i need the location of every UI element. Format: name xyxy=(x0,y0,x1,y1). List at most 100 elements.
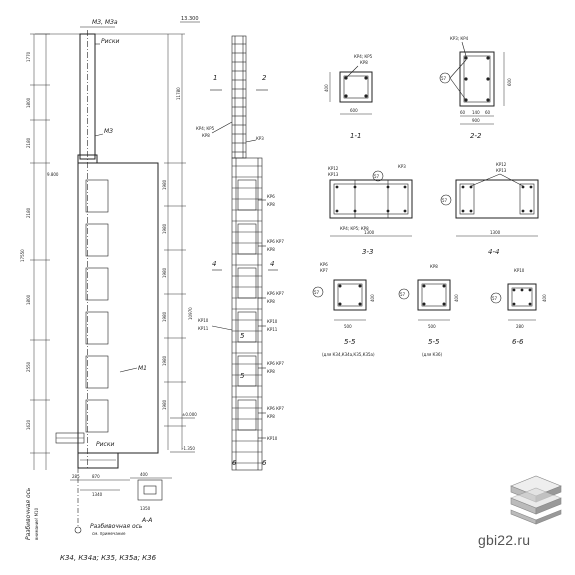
brand-site: gbi22.ru xyxy=(478,532,531,548)
cage-left-1: КР4; КР5 xyxy=(196,126,215,131)
side-note-1: Разбивочная ось xyxy=(25,487,32,540)
section-aa-title: А-А xyxy=(141,517,152,524)
dim-left-2: 1800 xyxy=(26,97,31,108)
cage-right-8: КР11 xyxy=(267,327,278,332)
dim-left-8: 1620 xyxy=(26,419,31,430)
raz-os-label: Разбивочная ось xyxy=(90,523,143,530)
section-4-4: КР12 КР13 57 1300 4-4 xyxy=(440,162,539,256)
cage-right-3: КР6 КР7 xyxy=(267,239,284,244)
s33-tag3: КР3 xyxy=(398,164,406,169)
s44-dim: 1300 xyxy=(490,230,501,235)
s66-tag: КР10 xyxy=(514,268,525,273)
s44-tag2: КР13 xyxy=(496,168,507,173)
dim-left-4: 2180 xyxy=(26,207,31,218)
m1-label: М1 xyxy=(138,365,147,372)
s55a-tag3: 57 xyxy=(314,290,320,295)
s22-dim-a: 60 xyxy=(460,110,466,115)
s22-dim-w: 900 xyxy=(472,118,480,123)
cage-right-13: КР10 xyxy=(267,436,278,441)
s11-title: 1-1 xyxy=(350,132,361,140)
cage-right-5: КР6 КР7 xyxy=(267,291,284,296)
s66-dim-w: 280 xyxy=(516,324,524,329)
s22-dim-h: 600 xyxy=(507,78,512,86)
section-5-5-a: КР6 КР7 57 500 400 5-5 (для К34,К34а,К35… xyxy=(312,262,375,357)
dim-right-4: 1980 xyxy=(162,223,167,234)
dim-right-6: 1980 xyxy=(162,311,167,322)
cut-4b: 4 xyxy=(270,260,274,268)
dim-right-2: 10970 xyxy=(188,307,193,320)
s33-tag: КР12 xyxy=(328,166,339,171)
dim-left-1: 1770 xyxy=(26,51,31,62)
cage-right-1: КР6 xyxy=(267,194,275,199)
section-2-2: КР3; КР4 57 60 140 60 900 600 2-2 xyxy=(439,36,512,140)
dim-right-7: 1980 xyxy=(162,355,167,366)
cut-5a: 5 xyxy=(240,332,245,340)
s11-tag: КР4; КР5 xyxy=(354,54,373,59)
s66-tag2: 57 xyxy=(492,296,498,301)
s44-tag3: 57 xyxy=(442,198,448,203)
dim-right-8: 1980 xyxy=(162,399,167,410)
section-1-1: КР4; КР5 КР8 600 400 1-1 xyxy=(324,54,373,140)
s33-tag2: КР13 xyxy=(328,172,339,177)
s55a-tag2: КР7 xyxy=(320,268,328,273)
s44-tag: КР12 xyxy=(496,162,507,167)
cage-left-4: КР11 xyxy=(198,326,209,331)
dim-right-1: 11780 xyxy=(176,87,181,100)
cage-right-kr3: КР3 xyxy=(256,136,264,141)
section-6-6: КР10 57 280 400 6-6 xyxy=(490,268,547,346)
elevation-zero: ±0.000 xyxy=(182,412,197,417)
s33-title: 3-3 xyxy=(362,248,373,256)
s22-dim-c: 60 xyxy=(485,110,491,115)
s22-tag2: 57 xyxy=(441,76,447,81)
s55b-dim-w: 500 xyxy=(428,324,436,329)
section-5-5-b: КР8 57 500 400 5-5 (для К36) xyxy=(398,264,459,357)
cage-right-7: КР10 xyxy=(267,319,278,324)
elevation-mid: 9.800 xyxy=(47,172,59,177)
s55b-tag2: 57 xyxy=(400,292,406,297)
s55a-dim-h: 400 xyxy=(370,294,375,302)
cage-left-3: КР10 xyxy=(198,318,209,323)
mark-label: МЗ, МЗа xyxy=(92,19,118,26)
dim-bottom-3: 1340 xyxy=(92,492,103,497)
s11-dim-h: 400 xyxy=(324,84,329,92)
column-elevation: МЗ, МЗа 13.300 Риски МЗ 9.800 М1 Риски xyxy=(20,16,200,562)
s55a-sub: (для К34,К34а,К35,К35а) xyxy=(322,352,375,357)
cut-6b: 6 xyxy=(262,459,267,467)
section-3-3: КР12 КР13 КР3 57 КР4; КР5; КР8 1300 3-3 xyxy=(328,164,413,256)
s33-note: КР4; КР5; КР8 xyxy=(340,226,369,231)
s11-dim-w: 600 xyxy=(350,108,358,113)
cut-6a: 6 xyxy=(232,459,237,467)
riski-bottom: Риски xyxy=(96,441,114,448)
s22-dim-b: 140 xyxy=(472,110,480,115)
riski-label: Риски xyxy=(101,38,119,45)
cage-right-10: КР8 xyxy=(267,369,275,374)
dim-bottom-5: 1350 xyxy=(140,506,151,511)
s55b-sub: (для К36) xyxy=(422,352,442,357)
dim-right-5: 1980 xyxy=(162,267,167,278)
dim-bottom-4: 400 xyxy=(140,472,148,477)
dim-left-3: 2180 xyxy=(26,137,31,148)
s55a-tag: КР6 xyxy=(320,262,328,267)
dim-left-6: 17550 xyxy=(20,249,25,262)
cut-5b: 5 xyxy=(240,372,245,380)
s55b-tag: КР8 xyxy=(430,264,438,269)
cut-4a: 4 xyxy=(212,260,216,268)
raz-os-sub: см. примечание xyxy=(92,531,126,536)
cut-2: 2 xyxy=(262,74,267,82)
s33-tag4: 57 xyxy=(374,174,380,179)
dim-left-5: 1800 xyxy=(26,294,31,305)
cage-left-2: КР8 xyxy=(202,133,210,138)
side-note-2: внимание! М10 xyxy=(34,507,39,540)
s55a-title: 5-5 xyxy=(344,338,356,346)
s11-tag2: КР8 xyxy=(360,60,368,65)
dim-bottom-1: 285 xyxy=(72,474,80,479)
cage-right-4: КР8 xyxy=(267,247,275,252)
s55b-title: 5-5 xyxy=(428,338,440,346)
cage-right-2: КР8 xyxy=(267,202,275,207)
s55a-dim-w: 500 xyxy=(344,324,352,329)
s66-dim-h: 400 xyxy=(542,294,547,302)
m3-label: МЗ xyxy=(104,128,113,135)
s22-tag: КР3; КР4 xyxy=(450,36,469,41)
reinforcement-cage: 1 2 4 4 5 5 6 6 КР4; КР5 КР8 КР10 КР11 К… xyxy=(196,35,284,471)
